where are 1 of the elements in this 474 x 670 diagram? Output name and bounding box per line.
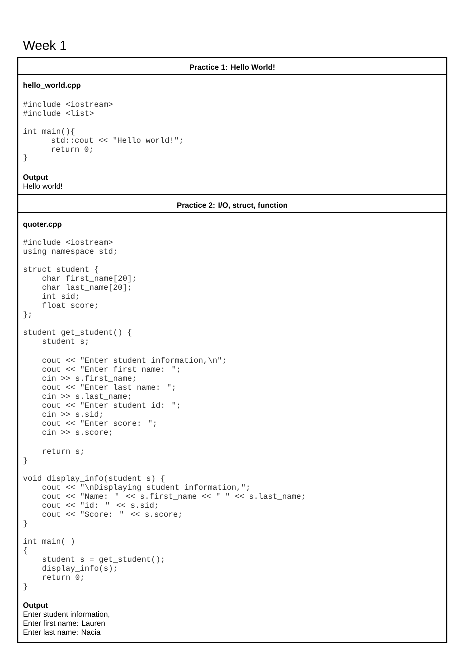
page-title: Week 1 bbox=[23, 40, 66, 50]
